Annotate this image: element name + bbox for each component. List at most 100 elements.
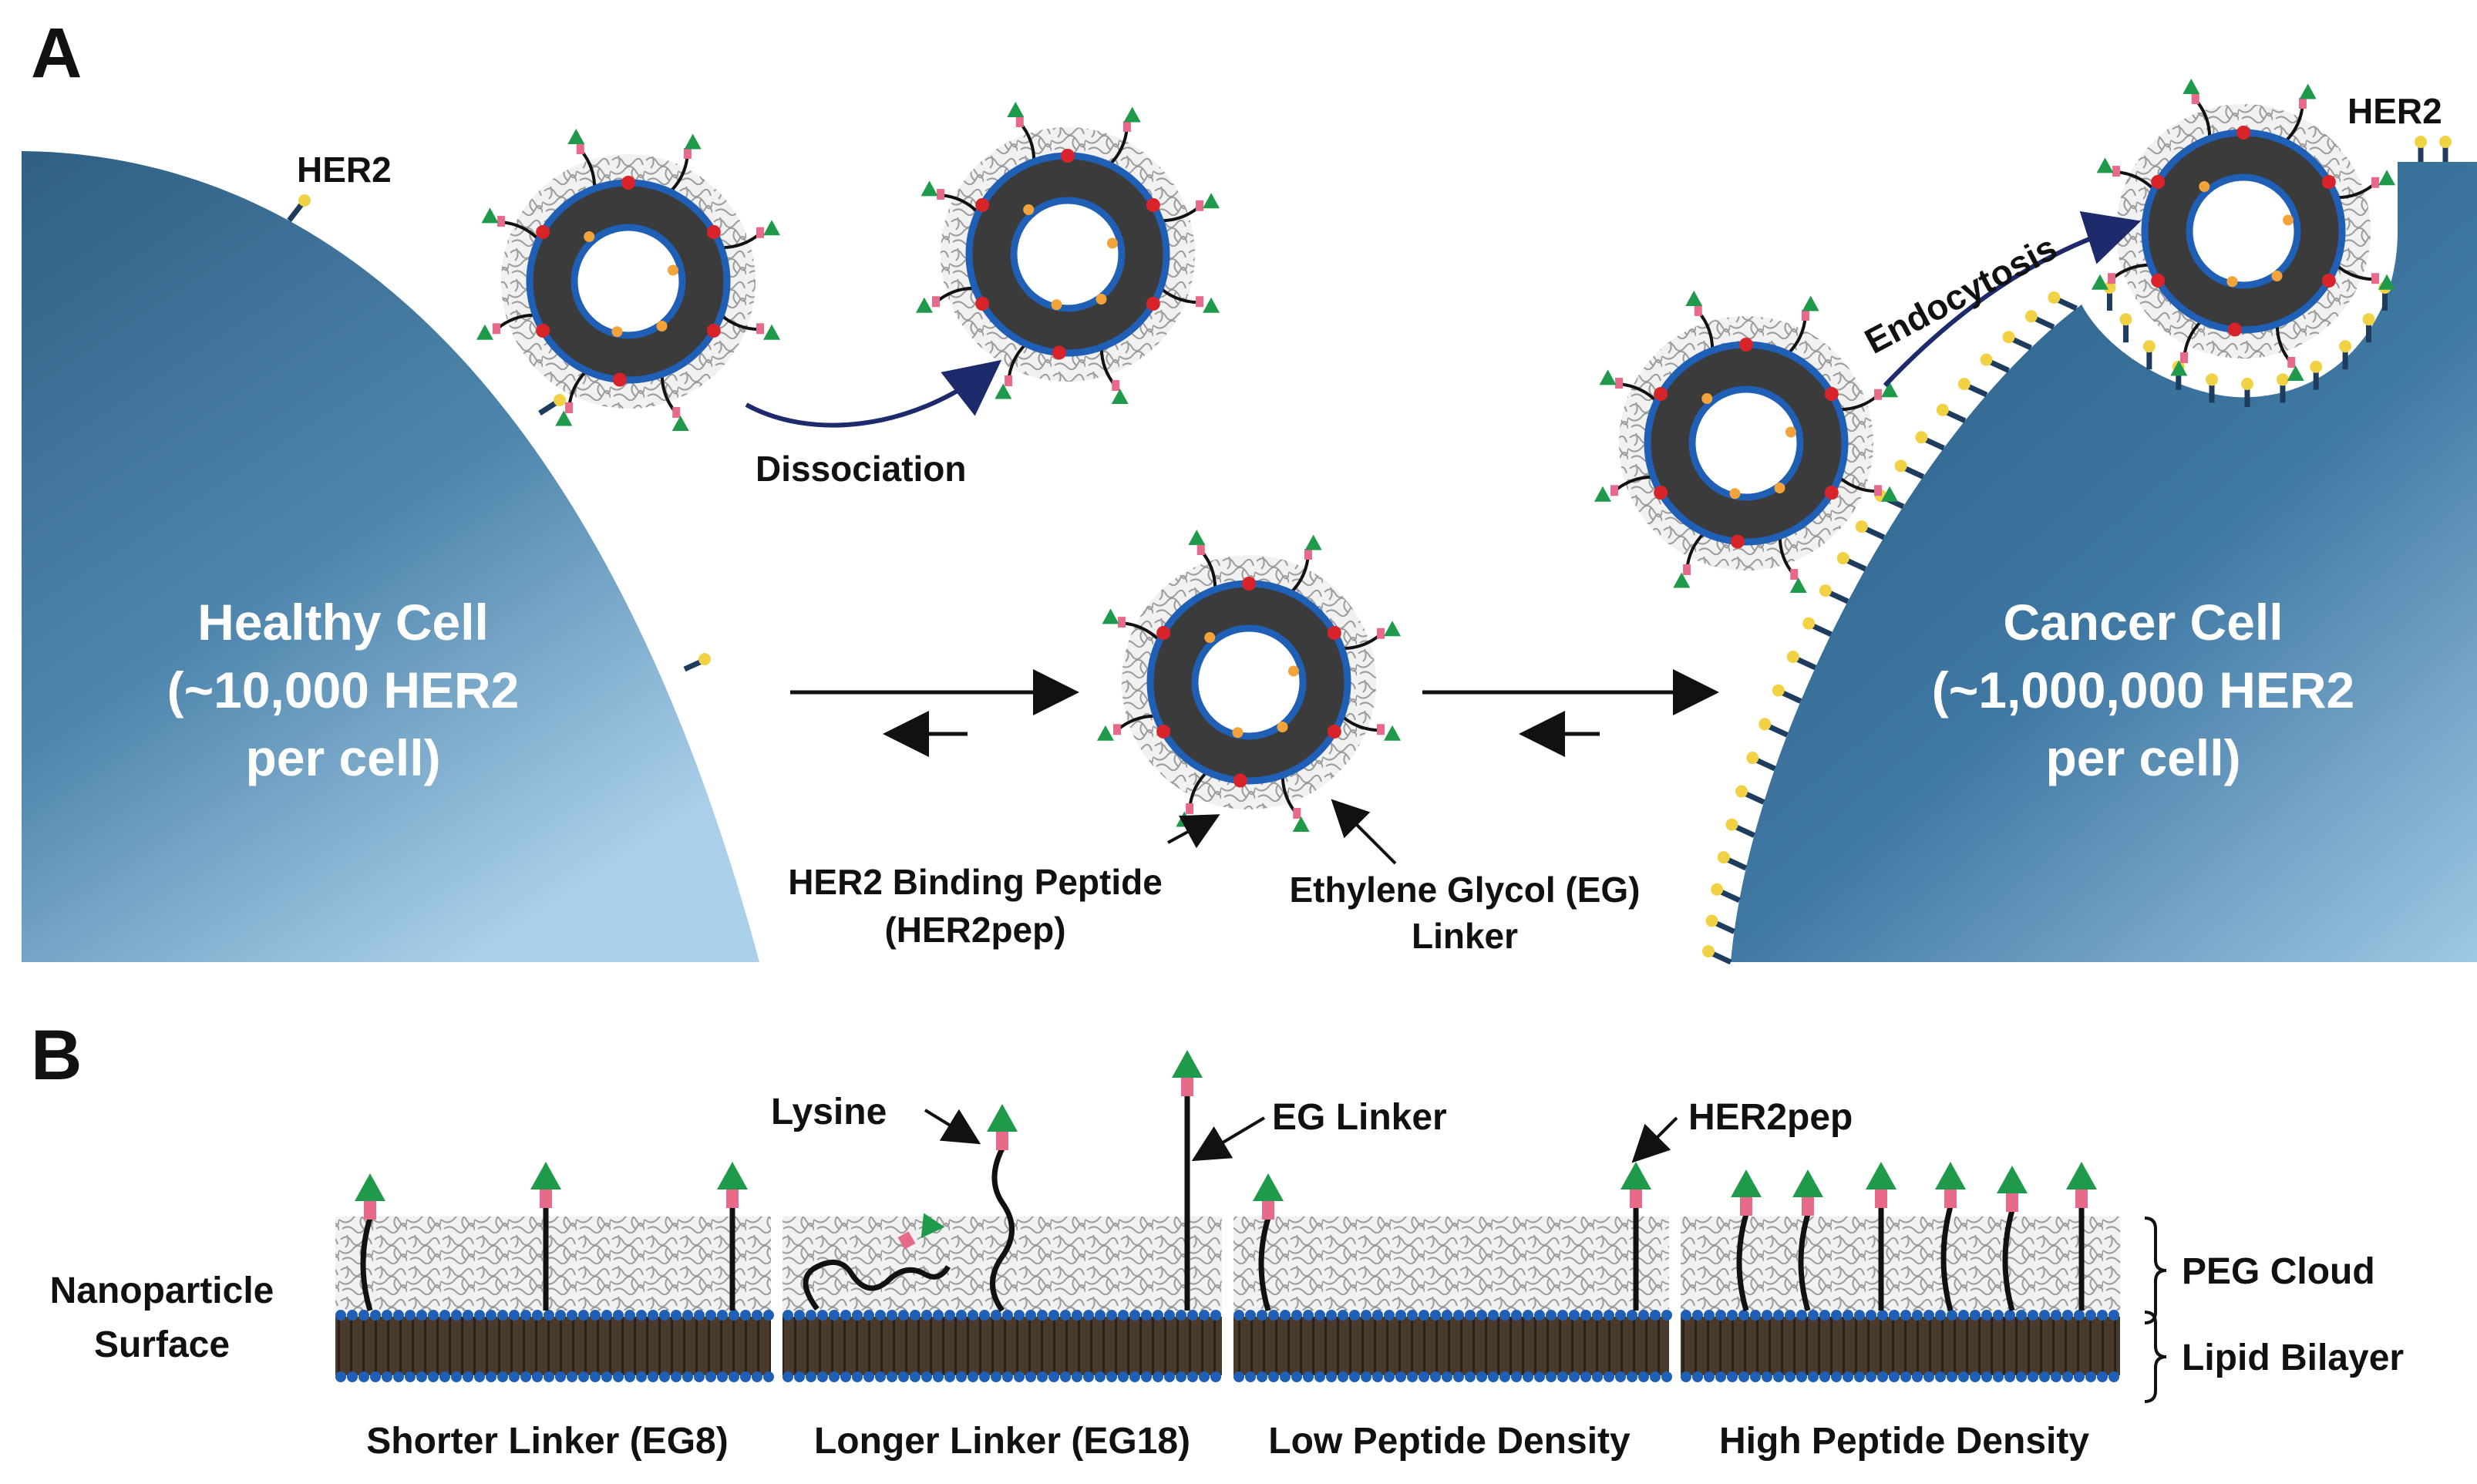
her2pep-mark <box>1881 486 1899 502</box>
lipid-head <box>405 1310 416 1321</box>
lipid-head <box>1268 1310 1279 1321</box>
lipid-head <box>2039 1371 2050 1382</box>
her2-label-left: HER2 <box>297 150 392 190</box>
her2-receptor <box>2055 296 2078 311</box>
anchor-dot <box>1730 534 1745 549</box>
lipid-head <box>1488 1310 1499 1321</box>
her2-label-right: HER2 <box>2347 91 2442 131</box>
healthy-cell-title: Healthy Cell <box>197 594 489 651</box>
lipid-head <box>705 1371 716 1382</box>
lipid-head <box>370 1310 381 1321</box>
lipid-head <box>451 1371 462 1382</box>
her2pep-mark <box>1789 577 1807 594</box>
lipid-head <box>1268 1371 1279 1382</box>
lipid-head <box>347 1310 358 1321</box>
membrane-segments <box>335 1050 2120 1382</box>
lysine-mark <box>1262 1201 1274 1220</box>
lipid-head <box>1060 1310 1071 1321</box>
lipid-head <box>416 1371 427 1382</box>
her2-receptor-tip <box>1705 914 1718 927</box>
anchor-dot <box>1824 486 1839 500</box>
peptide-label-line2: (HER2pep) <box>884 910 1065 950</box>
lipid-head <box>1384 1371 1395 1382</box>
lipid-head <box>1453 1371 1464 1382</box>
lipid-head <box>1947 1371 1957 1382</box>
eg-linker-coiled <box>803 1259 951 1311</box>
lipid-head <box>1808 1310 1819 1321</box>
lysine-mark <box>931 296 940 308</box>
cargo-dot <box>1204 632 1216 643</box>
lipid-head <box>705 1310 716 1321</box>
lipid-head <box>817 1310 828 1321</box>
lipid-head <box>1187 1371 1198 1382</box>
lipid-head <box>1176 1310 1186 1321</box>
her2pep-mark <box>671 416 689 432</box>
lipid-head <box>1947 1310 1957 1321</box>
eg-linker <box>1798 1213 1811 1311</box>
cancer-cell-receptors <box>1702 281 2391 965</box>
her2-receptor <box>2032 315 2055 330</box>
lipid-head <box>1993 1310 2004 1321</box>
lipid-head <box>763 1310 774 1321</box>
lipid-head <box>520 1371 531 1382</box>
lipid-head <box>782 1310 793 1321</box>
lipid-head <box>1326 1310 1337 1321</box>
her2pep-mark <box>2287 365 2304 382</box>
her2pep-mark <box>1188 529 1206 545</box>
lysine-mark <box>1694 305 1702 316</box>
lipid-head <box>1314 1371 1325 1382</box>
her2pep-mark <box>1384 725 1402 741</box>
her2pep-mark <box>987 1104 1018 1132</box>
lipid-head <box>659 1371 670 1382</box>
lipid-bilayer <box>1233 1317 1669 1375</box>
nanoparticles <box>476 78 2396 833</box>
her2pep-mark <box>2066 1162 2097 1190</box>
lipid-head <box>1981 1310 1992 1321</box>
lipid-head <box>636 1371 647 1382</box>
lipid-head <box>1025 1371 1036 1382</box>
lipid-head <box>1534 1310 1545 1321</box>
her2-receptor <box>1753 756 1776 772</box>
lysine-mark <box>1112 380 1120 392</box>
nanoparticle-bound-healthy <box>476 128 781 432</box>
lipid-head <box>1187 1310 1198 1321</box>
lipid-head <box>2097 1310 2108 1321</box>
lipid-head <box>1523 1310 1533 1321</box>
lipid-head <box>1557 1310 1568 1321</box>
lipid-head <box>1819 1310 1830 1321</box>
lipid-head <box>1141 1310 1152 1321</box>
lipid-head <box>840 1310 851 1321</box>
her2-receptor <box>1718 888 1741 903</box>
lysine-mark <box>492 323 500 335</box>
her2pep-mark <box>915 297 933 313</box>
anchor-dot <box>1824 387 1839 401</box>
lysine-mark <box>996 1132 1008 1150</box>
her2-receptor <box>1713 920 1735 934</box>
lipid-head <box>1419 1310 1429 1321</box>
anchor-dot <box>2151 274 2166 288</box>
lipid-head <box>1384 1310 1395 1321</box>
lipid-head <box>794 1371 805 1382</box>
eg-linker-pointer <box>1191 1116 1266 1162</box>
her2-receptor <box>1863 525 1886 540</box>
lipid-bilayer <box>335 1317 771 1375</box>
lipid-head <box>2039 1310 2050 1321</box>
lipid-head <box>1900 1310 1911 1321</box>
lipid-head <box>428 1371 439 1382</box>
lipid-head <box>1453 1310 1464 1321</box>
lipid-head <box>1442 1310 1452 1321</box>
lipid-head <box>1650 1371 1661 1382</box>
lipid-head <box>1118 1371 1129 1382</box>
lipid-head <box>1430 1371 1441 1382</box>
lipid-head <box>671 1310 682 1321</box>
lysine-mark <box>1196 200 1204 211</box>
lipid-head <box>1210 1371 1221 1382</box>
lysine-mark <box>1186 803 1194 814</box>
lipid-head <box>1912 1371 1923 1382</box>
her2pep-mark <box>1673 572 1691 588</box>
lipid-head <box>1627 1310 1637 1321</box>
her2-receptor-tip <box>1894 459 1907 473</box>
lipid-head <box>863 1371 874 1382</box>
lipid-head <box>1843 1310 1853 1321</box>
